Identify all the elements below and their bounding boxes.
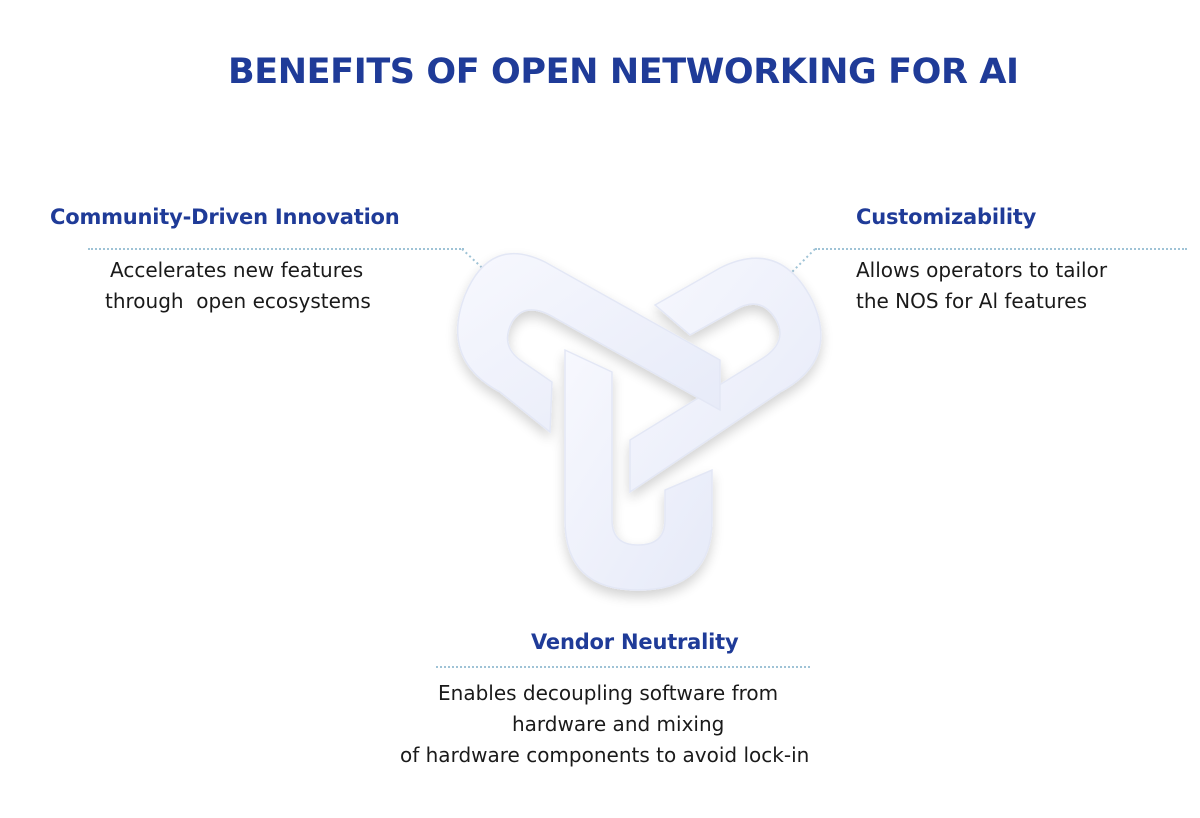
page-title: BENEFITS OF OPEN NETWORKING FOR AI [228,52,1019,92]
divider-community [88,248,464,250]
connector-line-right [786,248,816,278]
benefit-desc-vendor-line3: of hardware components to avoid lock-in [400,743,810,767]
benefit-heading-customizability: Customizability [856,205,1037,229]
benefit-desc-vendor-line2: hardware and mixing [512,712,725,736]
benefit-desc-community-line1: Accelerates new features [110,258,364,282]
benefit-desc-customizability-line2: the NOS for Al features [856,289,1088,313]
benefit-heading-vendor-neutrality: Vendor Neutrality [531,630,739,654]
benefit-heading-community: Community-Driven Innovation [50,205,400,229]
page-title-wrap: BENEFITS OF OPEN NETWORKING FOR AI [228,52,1058,92]
benefit-desc-vendor-line1: Enables decoupling software from [438,681,779,705]
divider-vendor-neutrality [436,666,810,668]
divider-customizability [815,248,1187,250]
benefit-desc-community-line2: through open ecosystems [105,289,371,313]
connector-line-left [461,248,493,278]
triangular-knot-icon [457,252,822,591]
benefit-desc-customizability-line1: Allows operators to tailor [856,258,1108,282]
